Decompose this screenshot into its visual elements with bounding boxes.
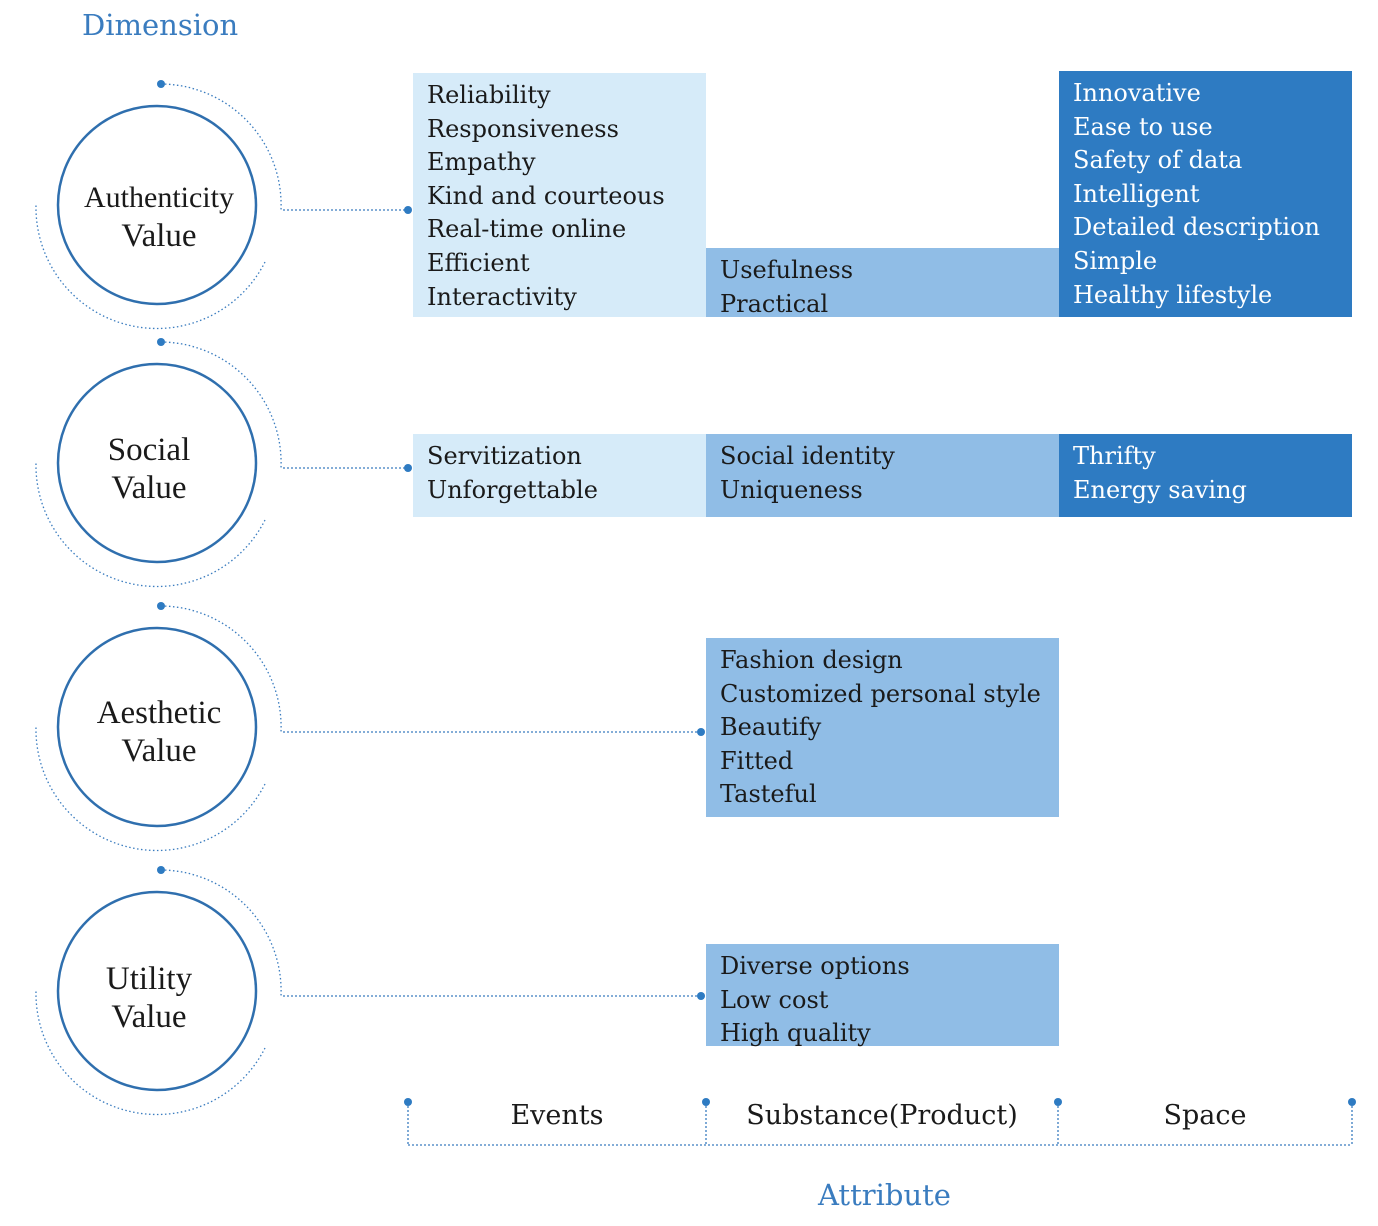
attribute-axis [404,1098,1356,1146]
cell-utility-substance: Diverse options Low cost High quality [706,944,1059,1047]
attribute-item: High quality [720,1019,871,1048]
connector-dot [404,464,412,472]
dimension-label-line1: Utility [105,961,193,997]
orbit-dot [157,338,165,346]
orbit-dot [157,80,165,88]
attribute-item: Real-time online [427,215,627,244]
circle-authenticity [35,80,412,330]
cell-authenticity-space: Innovative Ease to use Safety of data In… [1059,71,1352,317]
attribute-item: Empathy [427,148,536,177]
axis-dot [1054,1098,1062,1106]
orbit-arc [160,869,282,997]
attribute-item: Innovative [1073,79,1201,107]
dimension-label-utility: Utility Value [50,960,248,1036]
attribute-item: Unforgettable [427,475,598,504]
attribute-item: Usefulness [720,256,854,284]
attribute-item: Servitization [427,442,582,470]
orbit-arc [35,990,266,1116]
attribute-item: Diverse options [720,952,910,980]
dimension-axis-title: Dimension [82,8,239,42]
attribute-item: Thrifty [1073,442,1156,470]
attribute-item: Reliability [427,81,551,109]
axis-dot [1348,1098,1356,1106]
orbit-dot [157,866,165,874]
attribute-item: Responsiveness [427,114,619,143]
attribute-item: Simple [1073,246,1158,275]
dimension-label-line1: Social [107,432,191,468]
attribute-item: Beautify [720,713,822,742]
cell-authenticity-events: Reliability Responsiveness Empathy Kind … [413,73,706,317]
attribute-item: Fitted [720,746,794,775]
attribute-item: Interactivity [427,282,577,311]
cell-authenticity-substance: Usefulness Practical [706,248,1059,318]
orbit-arc [160,83,282,211]
category-label-space: Space [1163,1100,1247,1131]
circle-ring [56,362,258,564]
attribute-item: Tasteful [720,780,817,809]
axis-dot [702,1098,710,1106]
attribute-item: Fashion design [720,646,903,674]
axis-dot [404,1098,412,1106]
category-label-substance: Substance(Product) [746,1100,1018,1131]
dimension-label-authenticity: Authenticity Value [60,179,258,255]
dimension-label-line1: Aesthetic [96,695,222,731]
attribute-item: Customized personal style [720,679,1041,708]
orbit-arc [160,341,282,469]
connector-dot [404,206,412,214]
category-label-events: Events [510,1100,604,1131]
circle-ring [56,626,258,828]
attribute-item: Uniqueness [720,475,863,504]
attribute-axis-title: Attribute [818,1178,951,1212]
connector-dot [697,992,705,1000]
attribute-item: Detailed description [1073,213,1321,242]
attribute-item: Efficient [427,248,530,277]
attribute-item: Ease to use [1073,112,1213,141]
cell-social-space: Thrifty Energy saving [1059,434,1352,517]
cell-social-substance: Social identity Uniqueness [706,434,1059,517]
orbit-arc [35,462,266,588]
circle-utility [35,866,705,1116]
circle-aesthetic [35,602,705,852]
orbit-arc [35,204,266,330]
attribute-item: Intelligent [1073,179,1200,208]
cell-social-events: Servitization Unforgettable [413,434,706,517]
dimension-label-aesthetic: Aesthetic Value [60,694,258,770]
orbit-arc [35,726,266,852]
dimension-label-line2: Value [121,218,197,254]
circle-ring [56,104,258,306]
attribute-item: Energy saving [1073,475,1247,504]
attribute-item: Social identity [720,442,895,470]
dimension-label-line2: Value [111,999,187,1035]
dimension-label-line2: Value [121,733,197,769]
cell-aesthetic-substance: Fashion design Customized personal style… [706,638,1059,817]
orbit-dot [157,602,165,610]
connector-dot [697,728,705,736]
dimension-label-line1: Authenticity [84,181,234,214]
attribute-item: Healthy lifestyle [1073,280,1273,309]
attribute-item: Kind and courteous [427,181,665,210]
orbit-arc [160,605,282,733]
dimension-label-line2: Value [111,470,187,506]
circle-social [35,338,412,588]
circle-ring [56,890,258,1092]
attribute-item: Safety of data [1073,146,1243,175]
attribute-item: Low cost [720,985,829,1014]
dimension-label-social: Social Value [50,431,248,507]
attribute-item: Practical [720,289,829,318]
